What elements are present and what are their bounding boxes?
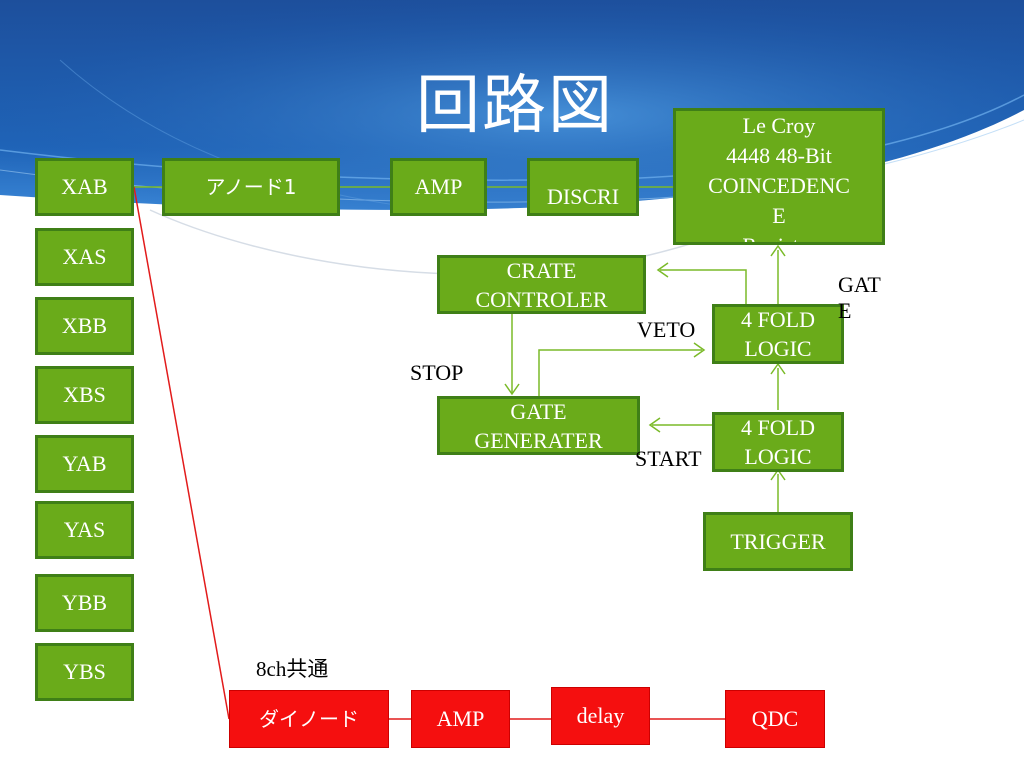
- ybb-box: YBB: [35, 574, 134, 632]
- xbb-box: XBB: [35, 297, 134, 355]
- anode-box: アノード1: [162, 158, 340, 216]
- fold-logic-upper-line-2: LOGIC: [744, 336, 812, 361]
- xas-label: XAS: [62, 244, 107, 269]
- wire-logic-crate: [660, 269, 747, 304]
- wire-gate-veto: [538, 349, 702, 396]
- register-line-1: Le Croy: [742, 113, 816, 138]
- xbs-box: XBS: [35, 366, 134, 424]
- dynode-label: ダイノード: [259, 707, 359, 731]
- gate-generator-line-1: GATE: [510, 398, 567, 424]
- yas-label: YAS: [63, 517, 106, 542]
- page-title: 回路図: [416, 69, 614, 143]
- dynode-box: ダイノード: [229, 690, 389, 748]
- register-box: Le Croy 4448 48-Bit COINCEDENC E Registe…: [673, 108, 885, 245]
- arrowhead-veto: [693, 342, 706, 358]
- gate-signal-line-2: E: [838, 298, 852, 323]
- yab-label: YAB: [62, 451, 107, 476]
- amp-top-label: AMP: [414, 174, 463, 199]
- delay-box: delay: [551, 687, 650, 745]
- ybb-label: YBB: [61, 590, 108, 615]
- amp-box-top: AMP: [390, 158, 487, 216]
- fold-logic-upper-line-1: 4 FOLD: [741, 307, 815, 332]
- ybs-box: YBS: [35, 643, 134, 701]
- crate-controller-line-2: CONTROLER: [475, 286, 608, 312]
- start-label: START: [635, 446, 702, 471]
- qdc-label: QDC: [751, 706, 799, 731]
- discri-label: DISCRI: [546, 184, 620, 209]
- fold-logic-lower-line-1: 4 FOLD: [741, 415, 815, 440]
- arrowhead-crate: [656, 262, 669, 278]
- gate-signal-line-1: GAT: [838, 272, 881, 297]
- arrowhead-gate: [504, 383, 520, 396]
- trigger-box: TRIGGER: [703, 512, 853, 571]
- arrowhead-register: [770, 244, 786, 257]
- arrowhead-upper-logic: [770, 362, 786, 375]
- gate-signal-label: GAT E: [838, 272, 881, 324]
- wire-xab-dynode: [133, 186, 230, 720]
- trigger-label: TRIGGER: [730, 528, 826, 554]
- crate-controller-line-1: CRATE: [506, 257, 577, 283]
- stop-label: STOP: [410, 360, 464, 385]
- yab-box: YAB: [35, 435, 134, 493]
- xas-box: XAS: [35, 228, 134, 286]
- register-line-2: 4448 48-Bit: [726, 143, 832, 168]
- fold-logic-lower-box: 4 FOLD LOGIC: [712, 412, 844, 472]
- discri-box: DISCRI: [527, 158, 639, 216]
- xbb-label: XBB: [61, 313, 108, 338]
- veto-label: VETO: [637, 317, 696, 342]
- gate-generator-box: GATE GENERATER: [437, 396, 640, 455]
- shared-8ch-label: 8ch共通: [256, 657, 329, 681]
- amp-box-bottom: AMP: [411, 690, 510, 748]
- anode-label: アノード1: [205, 175, 297, 199]
- xab-label: XAB: [61, 174, 108, 199]
- amp-bottom-label: AMP: [436, 706, 485, 731]
- xbs-label: XBS: [63, 382, 106, 407]
- yas-box: YAS: [35, 501, 134, 559]
- gate-generator-line-2: GENERATER: [474, 427, 603, 453]
- qdc-box: QDC: [725, 690, 825, 748]
- delay-label: delay: [576, 703, 625, 728]
- ybs-label: YBS: [63, 659, 106, 684]
- crate-controller-box: CRATE CONTROLER: [437, 255, 646, 314]
- register-line-4: E: [772, 203, 786, 228]
- register-line-5: Register: [742, 231, 815, 242]
- arrowhead-gate-start: [648, 417, 661, 433]
- xab-box: XAB: [35, 158, 134, 216]
- register-line-3: COINCEDENC: [708, 173, 850, 198]
- fold-logic-lower-line-2: LOGIC: [744, 444, 812, 469]
- fold-logic-upper-box: 4 FOLD LOGIC: [712, 304, 844, 364]
